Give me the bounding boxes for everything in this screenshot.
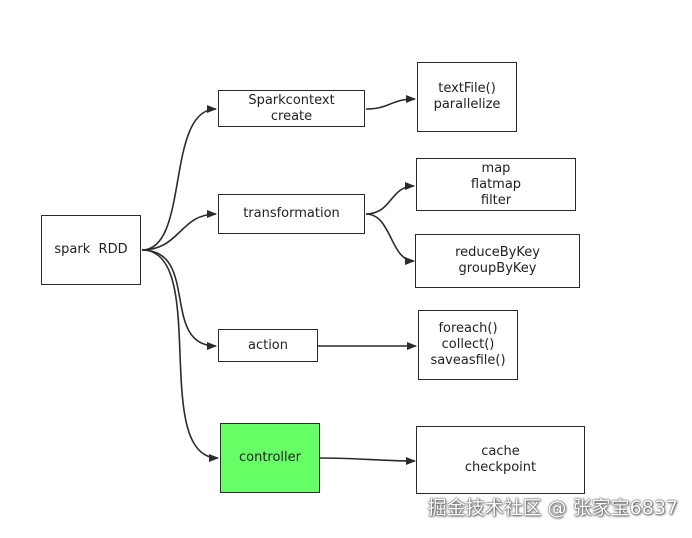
edge-root-to-transformation [141,210,217,251]
node-transformation-label: transformation [243,206,340,221]
node-spark-rdd-label: spark RDD [54,242,128,257]
node-action: action [218,329,318,362]
node-controller-label: controller [238,450,302,465]
node-create-methods: textFile() parallelize [417,62,517,132]
node-transformation: transformation [218,194,365,234]
node-create-methods-line-1: textFile() [438,81,496,96]
node-action-ops: foreach() collect() saveasfile() [418,310,518,380]
node-sparkcontext: Sparkcontext create [218,90,365,127]
edge-controller-to-persist-ops [319,456,416,465]
edge-root-to-controller [141,249,219,462]
node-narrow-ops-line-2: flatmap [470,176,522,192]
node-sparkcontext-line-1: Sparkcontext [248,92,335,108]
node-action-ops-line-1: foreach() [438,321,498,336]
node-wide-ops-line-2: groupByKey [458,261,537,276]
node-controller: controller [220,423,320,493]
node-narrow-ops: map flatmap filter [416,158,576,211]
node-sparkcontext-line-2: create [270,108,313,124]
node-persist-ops: cache checkpoint [416,426,585,494]
node-wide-ops-line-1: reduceByKey [455,245,540,260]
edge-transformation-to-narrow-ops [365,182,415,215]
node-action-ops-line-3: saveasfile() [430,353,506,368]
edge-transformation-to-wide-ops [365,213,415,265]
node-create-methods-line-2: parallelize [433,97,501,112]
node-persist-ops-line-1: cache [481,444,520,459]
edge-root-to-sparkcontext [141,105,217,251]
node-persist-ops-line-2: checkpoint [464,460,537,475]
node-action-ops-line-2: collect() [441,337,495,352]
edge-sparkcontext-to-create-methods [365,95,416,110]
edge-root-to-action [141,249,217,350]
node-wide-ops: reduceByKey groupByKey [415,234,580,288]
node-spark-rdd: spark RDD [41,215,141,285]
node-narrow-ops-line-3: filter [480,192,512,208]
watermark: 掘金技术社区 @ 张家宝6837 [427,497,678,519]
node-action-label: action [247,337,288,353]
node-narrow-ops-line-1: map [481,160,511,176]
